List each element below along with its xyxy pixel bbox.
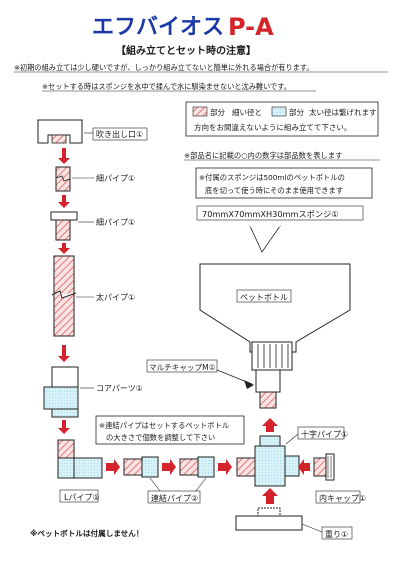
thin-pipe-1 [55, 166, 71, 192]
legend-thick: 太い径は繋げれます [309, 107, 377, 117]
cross-pipe [236, 435, 300, 487]
legend-thick-swatch [271, 106, 287, 117]
connector-note-1: ※連結パイプはセットするペットボトル [99, 421, 229, 430]
multi-cap-label: マルチキャップM① [149, 363, 216, 372]
subtitle: 【組み立てとセット時の注意】 [116, 44, 256, 57]
sponge-label: 70mmX70mmXH30mmスポンジ① [202, 209, 339, 219]
legend-line-2: 方向をお間違えないように組み立てて下さい。 [194, 122, 351, 132]
legend-part-b: 部分 [289, 107, 304, 117]
thin-pipe-label: 細パイプ① [96, 173, 135, 183]
note-2: ※セットする時はスポンジを水中で揉んで水に馴染ませないと沈み難いです。 [42, 82, 291, 91]
legend-part-a: 部分 [210, 107, 225, 117]
weight-label: 重り① [325, 529, 348, 539]
thick-pipe [51, 255, 77, 337]
sponge-label-box [196, 205, 364, 221]
arrow-down-icon [58, 345, 70, 362]
note-1: ※初期の組み立ては少し硬いですが、しっかり組み立てないと簡単に外れる場合が有りま… [14, 63, 314, 72]
connector-pipe-1 [123, 456, 159, 478]
inner-cap-label: 内キャップ① [319, 493, 366, 503]
l-pipe [57, 439, 103, 479]
thin-pipe-2-label: 細パイプ① [96, 217, 135, 227]
arrow-left-icon [298, 459, 310, 475]
arrow-up-icon [262, 418, 278, 432]
arrow-down-icon [58, 243, 70, 254]
arrow-down-icon [58, 420, 70, 434]
arrow-up-icon [262, 488, 278, 504]
weight [235, 507, 303, 531]
outlet-part [37, 119, 83, 144]
thick-pipe-label: 太パイプ① [96, 292, 135, 302]
l-pipe-label: Lパイプ① [64, 493, 100, 502]
legend-thin-swatch [192, 106, 208, 117]
pet-bottle [199, 225, 351, 409]
model-name: P-A [228, 13, 274, 41]
thin-pipe-2 [50, 211, 78, 241]
page-title: エフバイオス [92, 15, 224, 40]
sponge-note-1: ※付属のスポンジは500mlのペットボトルの [199, 173, 345, 182]
footer-note: ※ペットボトルは付属しません！ [30, 528, 143, 538]
arrow-down-icon [58, 195, 70, 208]
arrow-down-icon [58, 148, 70, 164]
arrow-right-icon [162, 459, 176, 475]
bottle-label: ペットボトル [240, 293, 288, 302]
arrow-right-icon [218, 459, 232, 475]
parts-note: ※部品名に記載の○内の数字は部品数を表します [184, 151, 342, 160]
legend-thin: 細い径と [232, 107, 262, 117]
inner-cap [313, 453, 335, 481]
connector-note-box [95, 415, 245, 445]
arrow-right-icon [106, 459, 120, 475]
sponge-note-2: 底を切って使う時にそのまま使用できます [205, 186, 343, 195]
connector-pipe-2 [179, 456, 215, 478]
core-parts-label: コアパーツ① [96, 384, 143, 393]
core-parts [43, 366, 79, 418]
connector-label: 連結パイプ② [151, 493, 198, 503]
sponge-note-box [195, 167, 373, 199]
outlet-label: 吹き出し口① [96, 129, 143, 139]
cross-pipe-label: 十字パイプ① [301, 429, 348, 439]
connector-note-2: の大きさで個数を調整して下さい [106, 433, 215, 442]
